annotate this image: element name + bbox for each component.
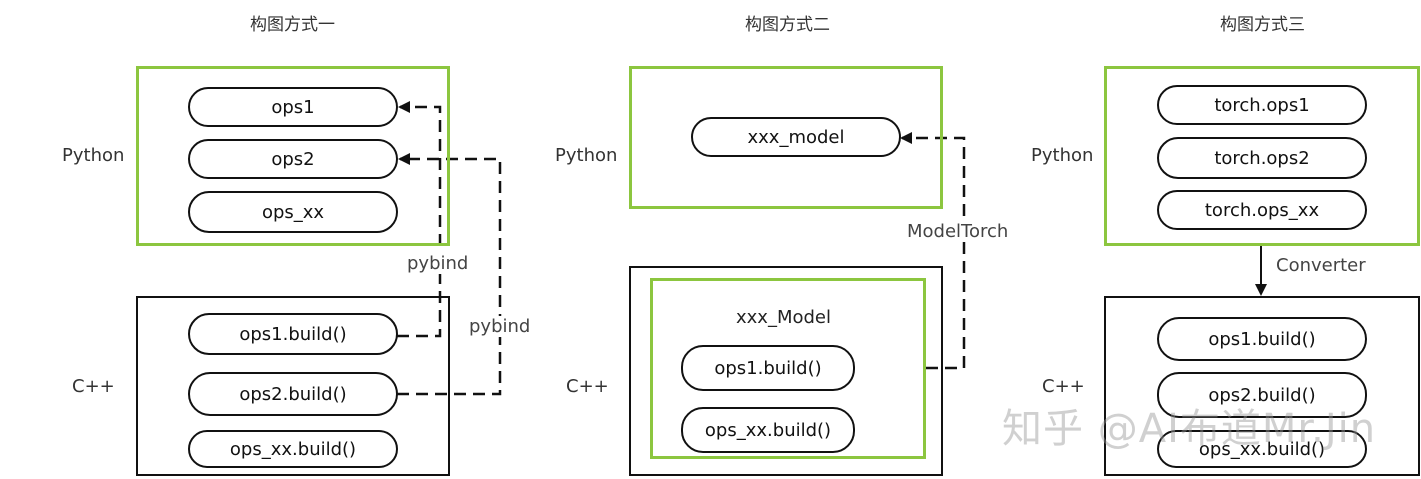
cpp-op-node: ops1.build() [1157,317,1367,361]
cpp-layer-box [1104,296,1420,476]
pybind-connector-ops1 [397,101,442,338]
python-op-node: ops1 [188,87,398,127]
cpp-op-node: ops2.build() [188,372,398,416]
cpp-op-node: ops1.build() [681,345,855,391]
converter-label: Converter [1276,255,1366,276]
python-layer-box [136,66,450,246]
python-op-node: torch.ops2 [1157,137,1367,179]
modeltorch-label: ModelTorch [907,221,1009,242]
cpp-model-box [650,278,926,459]
cpp-layer-box [629,266,943,476]
cpp-op-node: ops2.build() [1157,372,1367,418]
modeltorch-connector [900,132,966,370]
python-layer-label: Python [1031,145,1094,166]
cpp-op-node: ops_xx.build() [188,430,398,468]
cpp-layer-box [136,296,450,476]
pybind-connector-ops2 [397,153,502,396]
python-op-node: torch.ops_xx [1157,190,1367,230]
cpp-op-node: ops1.build() [188,313,398,355]
diagram3-title: 构图方式三 [1220,15,1305,35]
diagram2-title: 构图方式二 [745,15,830,35]
cpp-layer-label: C++ [1042,376,1085,397]
cpp-layer-label: C++ [72,376,115,397]
cpp-layer-label: C++ [566,376,609,397]
cpp-op-node: ops_xx.build() [1157,430,1367,468]
python-layer-label: Python [555,145,618,166]
pybind-label: pybind [469,316,531,337]
diagram1-title: 构图方式一 [250,15,335,35]
python-op-node: ops_xx [188,191,398,233]
python-op-node: torch.ops1 [1157,85,1367,125]
python-layer-label: Python [62,145,125,166]
python-op-node: ops2 [188,139,398,179]
python-layer-box [1104,66,1420,246]
python-layer-box [629,66,943,209]
python-model-node: xxx_model [691,117,901,157]
pybind-label: pybind [407,253,469,274]
cpp-model-title: xxx_Model [736,307,832,328]
watermark-text: 知乎 @AI布道Mr.Jin [1002,406,1377,452]
cpp-op-node: ops_xx.build() [681,407,855,453]
